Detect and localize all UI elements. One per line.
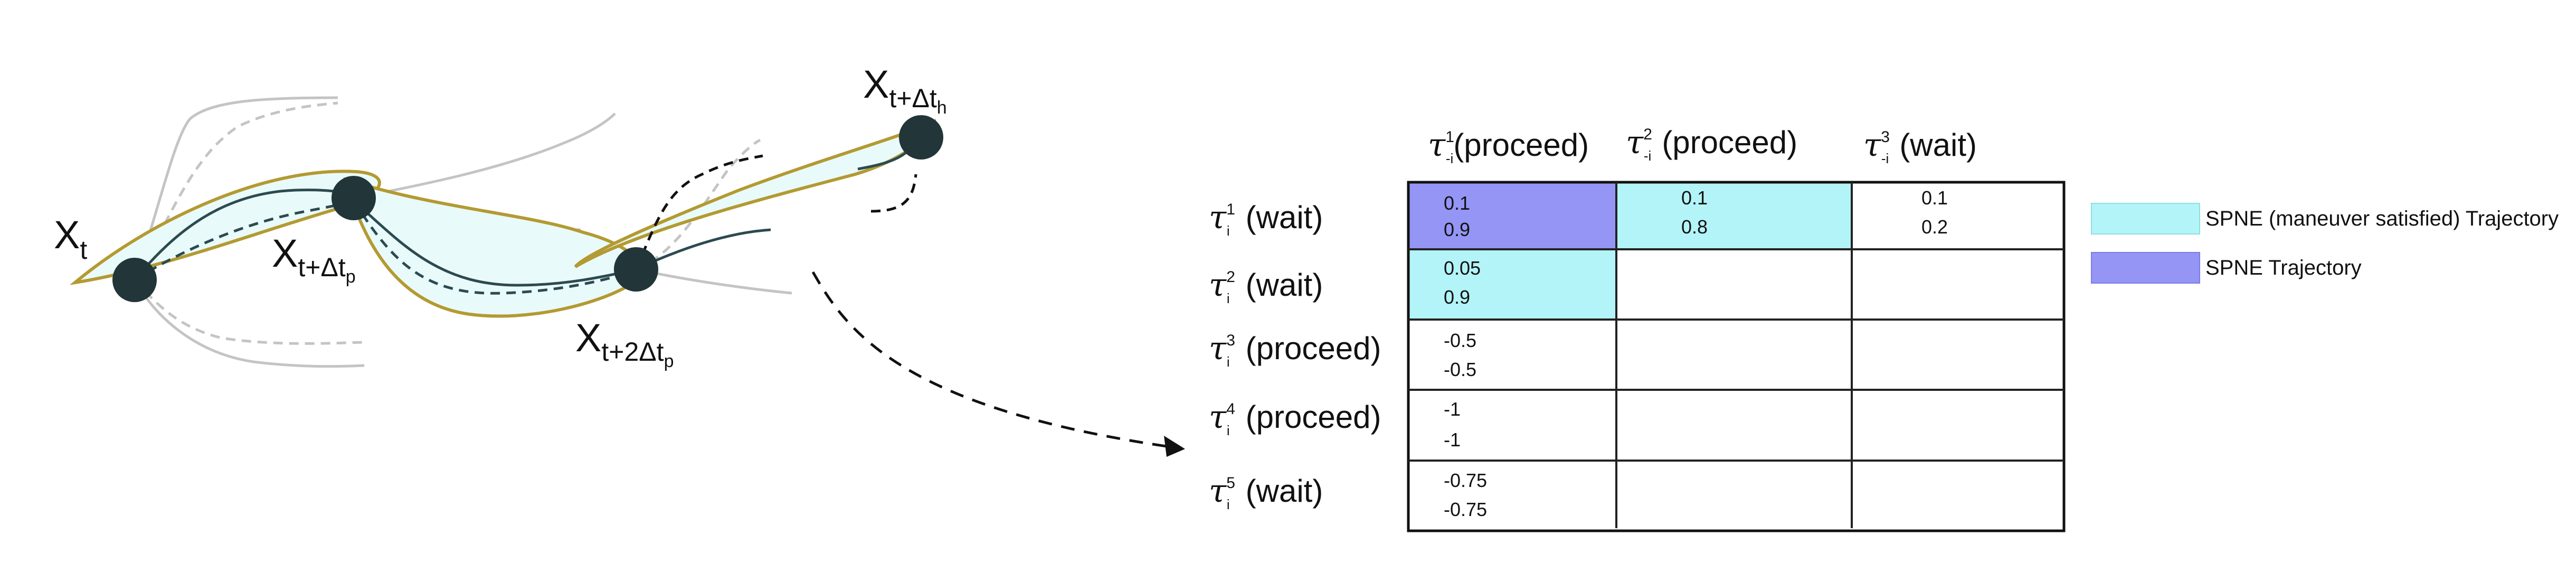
arrow-to-table: [811, 271, 1185, 457]
cell-r1c2-b: 0.8: [1681, 216, 1708, 238]
cell-r4c1-a: -1: [1444, 398, 1461, 420]
label-xt2p: Xt+2Δtp: [575, 316, 674, 371]
trajectory-tree: Xt Xt+Δtp Xt+2Δtp Xt+Δth: [54, 62, 947, 371]
trajectory-dashed: [870, 174, 917, 213]
cell-r2c1-b: 0.9: [1444, 286, 1470, 308]
arrowhead-icon: [1164, 436, 1185, 457]
legend-swatch-spne-maneuver: [2091, 203, 2200, 235]
cell-r2c1-a: 0.05: [1444, 257, 1481, 279]
cell-r5c1-a: -0.75: [1444, 470, 1487, 491]
cell-r1c1-b: 0.9: [1444, 219, 1470, 240]
legend-swatch-spne: [2091, 252, 2200, 284]
trajectory-dashed: [634, 154, 763, 270]
alt-branch: [636, 268, 792, 295]
envelope-2: [343, 177, 643, 318]
trajectory-solid: [353, 200, 637, 287]
node-xt2p: [614, 247, 658, 292]
legend: SPNE (maneuver satisfied) Trajectory SPN…: [2091, 203, 2559, 284]
cell-fill-spne-maneuver: [1616, 182, 1852, 249]
table-border: [1407, 181, 2066, 532]
cell-r4c1-b: -1: [1444, 429, 1461, 451]
envelope-1: [69, 170, 381, 285]
payoff-table: τ1-i(proceed) τ2-i(proceed) τ3-i(wait) τ…: [1209, 124, 2066, 532]
node-xtp: [332, 176, 376, 220]
trajectory-dashed: [352, 200, 637, 295]
node-xt: [112, 258, 157, 302]
cell-r1c3-a: 0.1: [1921, 187, 1948, 209]
alt-branch: [353, 113, 616, 200]
legend-label-spne-maneuver: SPNE (maneuver satisfied) Trajectory: [2205, 207, 2559, 230]
alt-branch: [133, 96, 338, 280]
col-header-3: τ3-i(wait): [1863, 127, 1977, 166]
cell-r1c2-a: 0.1: [1681, 187, 1708, 209]
cell-r3c1-b: -0.5: [1444, 359, 1476, 380]
alt-branch: [133, 279, 365, 368]
node-xth: [899, 115, 943, 160]
cell-fill-spne-maneuver: [1408, 249, 1616, 320]
col-header-2: τ2-i(proceed): [1626, 124, 1797, 164]
alt-branch: [636, 138, 761, 271]
cell-r3c1-a: -0.5: [1444, 330, 1476, 351]
label-xtp: Xt+Δtp: [272, 231, 356, 287]
cell-r1c1-a: 0.1: [1444, 192, 1470, 214]
alt-branch: [134, 279, 365, 345]
legend-label-spne: SPNE Trajectory: [2205, 256, 2362, 279]
label-xth: Xt+Δth: [863, 62, 947, 118]
col-header-1: τ1-i(proceed): [1428, 127, 1589, 166]
label-xt: Xt: [54, 213, 87, 265]
cell-r5c1-b: -0.75: [1444, 499, 1487, 520]
cell-fill-spne: [1408, 182, 1616, 249]
cell-r1c3-b: 0.2: [1921, 216, 1948, 238]
